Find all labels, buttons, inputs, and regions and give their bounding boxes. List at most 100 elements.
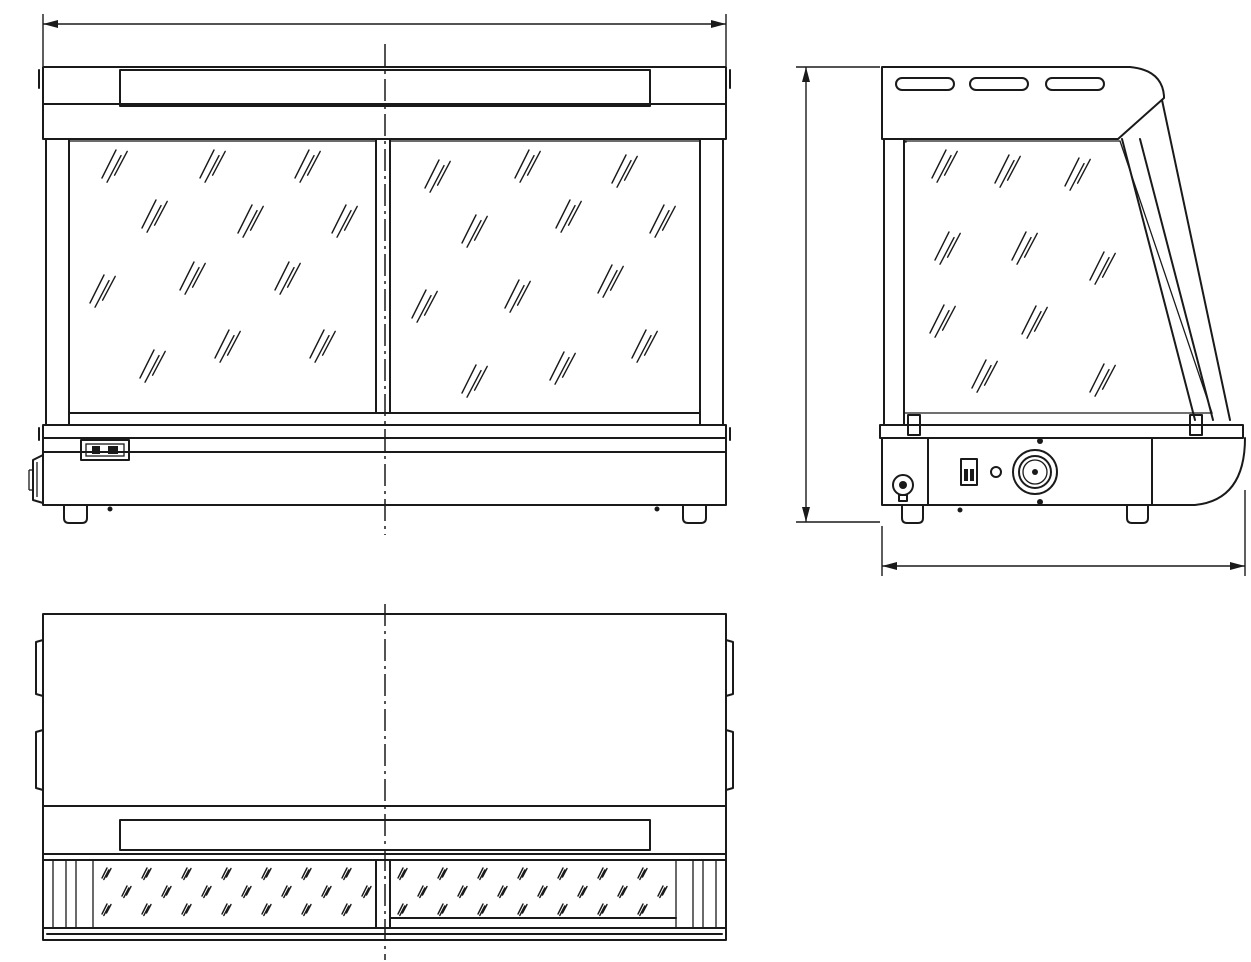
glass-hatch-mark	[611, 154, 638, 188]
glass-hatch-mark	[461, 364, 488, 398]
glass-hatch-mark	[577, 885, 588, 899]
glass-hatch-mark	[517, 867, 528, 881]
glass-hatch-mark	[341, 867, 352, 881]
glass-hatch-mark	[504, 279, 531, 313]
glass-hatch-mark	[477, 903, 488, 917]
glass-hatch-mark	[261, 903, 272, 917]
glass-hatch-mark	[457, 885, 468, 899]
glass-hatch-mark	[1089, 363, 1116, 397]
glass-hatch-mark	[301, 867, 312, 881]
front-width-dimension	[42, 14, 727, 66]
glass-hatch-mark	[517, 903, 528, 917]
glass-hatch-mark	[437, 903, 448, 917]
glass-hatch-mark	[417, 885, 428, 899]
glass-hatch-mark	[549, 351, 576, 385]
glass-hatch-mark	[201, 885, 212, 899]
front-right-foot	[682, 504, 707, 524]
glass-hatch-mark	[931, 149, 958, 183]
glass-hatch-mark	[1064, 157, 1091, 191]
glass-hatch-mark	[649, 204, 676, 238]
side-top-hood	[881, 66, 1165, 140]
glass-hatch-mark	[89, 274, 116, 308]
front-base	[28, 424, 731, 524]
front-view	[28, 14, 731, 535]
glass-hatch-mark	[497, 885, 508, 899]
glass-hatch-mark	[929, 304, 956, 338]
glass-hatch-mark	[261, 867, 272, 881]
glass-hatch-mark	[214, 329, 241, 363]
side-power-socket	[892, 474, 914, 502]
top-view	[35, 604, 734, 960]
glass-hatch-mark	[141, 867, 152, 881]
glass-hatch-mark	[424, 159, 451, 193]
glass-hatch-mark	[934, 231, 961, 265]
front-left-foot	[63, 504, 88, 524]
glass-hatch-mark	[597, 264, 624, 298]
glass-hatch-mark	[411, 289, 438, 323]
side-height-dimension	[796, 66, 880, 523]
front-cabinet	[45, 138, 724, 426]
side-base	[879, 424, 1246, 524]
glass-hatch-mark	[514, 149, 541, 183]
glass-hatch-mark	[637, 903, 648, 917]
side-rocker-switch	[960, 458, 978, 486]
glass-hatch-mark	[281, 885, 292, 899]
glass-hatching	[89, 149, 1116, 917]
glass-hatch-mark	[361, 885, 372, 899]
glass-hatch-mark	[141, 199, 168, 233]
glass-hatch-mark	[437, 867, 448, 881]
glass-hatch-mark	[121, 885, 132, 899]
side-depth-dimension	[881, 490, 1246, 576]
glass-hatch-mark	[181, 903, 192, 917]
glass-hatch-mark	[557, 867, 568, 881]
glass-hatch-mark	[555, 199, 582, 233]
glass-hatch-mark	[971, 359, 998, 393]
glass-hatch-mark	[397, 867, 408, 881]
glass-hatch-mark	[181, 867, 192, 881]
front-right-glass-panel	[389, 140, 701, 414]
glass-hatch-mark	[1089, 251, 1116, 285]
glass-hatch-mark	[241, 885, 252, 899]
glass-hatch-mark	[321, 885, 332, 899]
glass-hatch-mark	[597, 903, 608, 917]
glass-hatch-mark	[461, 214, 488, 248]
glass-hatch-mark	[1011, 231, 1038, 265]
glass-hatch-mark	[1021, 305, 1048, 339]
side-thermostat-knob	[1012, 449, 1058, 495]
glass-hatch-mark	[301, 903, 312, 917]
side-right-foot	[1126, 504, 1149, 524]
glass-hatch-mark	[199, 149, 226, 183]
glass-hatch-mark	[994, 154, 1021, 188]
glass-hatch-mark	[274, 261, 301, 295]
glass-hatch-mark	[179, 261, 206, 295]
glass-hatch-mark	[397, 903, 408, 917]
side-left-foot	[901, 504, 924, 524]
side-indicator-lamp	[990, 466, 1002, 478]
glass-hatch-mark	[657, 885, 668, 899]
glass-hatch-mark	[557, 903, 568, 917]
glass-hatch-mark	[637, 867, 648, 881]
glass-hatch-mark	[221, 867, 232, 881]
glass-hatch-mark	[331, 204, 358, 238]
glass-hatch-mark	[631, 329, 658, 363]
glass-hatch-mark	[537, 885, 548, 899]
glass-hatch-mark	[139, 349, 166, 383]
glass-hatch-mark	[101, 149, 128, 183]
side-cabinet	[883, 99, 1231, 436]
glass-hatch-mark	[237, 204, 264, 238]
glass-hatch-mark	[597, 867, 608, 881]
glass-hatch-mark	[221, 903, 232, 917]
glass-hatch-mark	[101, 867, 112, 881]
glass-hatch-mark	[341, 903, 352, 917]
front-switch-panel	[80, 439, 130, 461]
glass-hatch-mark	[309, 329, 336, 363]
side-view	[796, 66, 1246, 576]
glass-hatch-mark	[477, 867, 488, 881]
glass-hatch-mark	[617, 885, 628, 899]
glass-hatch-mark	[141, 903, 152, 917]
front-power-connector	[28, 454, 44, 504]
glass-hatch-mark	[161, 885, 172, 899]
glass-hatch-mark	[294, 149, 321, 183]
glass-hatch-mark	[101, 903, 112, 917]
